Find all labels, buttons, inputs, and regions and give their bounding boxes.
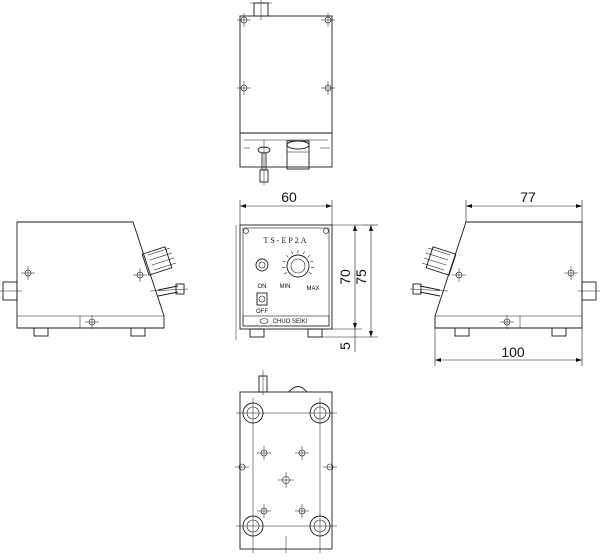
model-label: TS-EP2A xyxy=(263,236,308,245)
dim-side-total-length: 100 xyxy=(501,344,525,360)
dial-tick xyxy=(285,255,289,258)
max-label: MAX xyxy=(306,286,319,292)
min-label: MIN xyxy=(280,284,291,290)
top-view xyxy=(237,0,335,185)
dial-tick xyxy=(291,251,293,255)
dim-side-top-length: 77 xyxy=(520,189,536,205)
off-label: OFF xyxy=(256,309,268,315)
dim-front-height: 70 xyxy=(337,269,353,285)
bottom-view xyxy=(235,370,337,553)
dial-tick xyxy=(283,272,287,275)
dim-front-width: 60 xyxy=(281,189,297,205)
dim-foot-height: 5 xyxy=(337,342,353,350)
right-side-view: 77 100 xyxy=(409,189,600,366)
left-side-view xyxy=(0,221,189,337)
dial-tick xyxy=(309,272,313,275)
front-view: TS-EP2A ON OFF MIN MAX CHUO SEIKI 60 xyxy=(235,189,378,352)
dim-front-total-height: 75 xyxy=(353,269,369,285)
dial-tick xyxy=(307,255,311,258)
on-label: ON xyxy=(258,284,267,290)
dial-tick xyxy=(303,251,305,255)
dial-tick xyxy=(282,260,286,263)
brand-label: CHUO SEIKI xyxy=(273,319,308,325)
dial-knob xyxy=(282,250,314,278)
dial-tick xyxy=(310,260,314,263)
